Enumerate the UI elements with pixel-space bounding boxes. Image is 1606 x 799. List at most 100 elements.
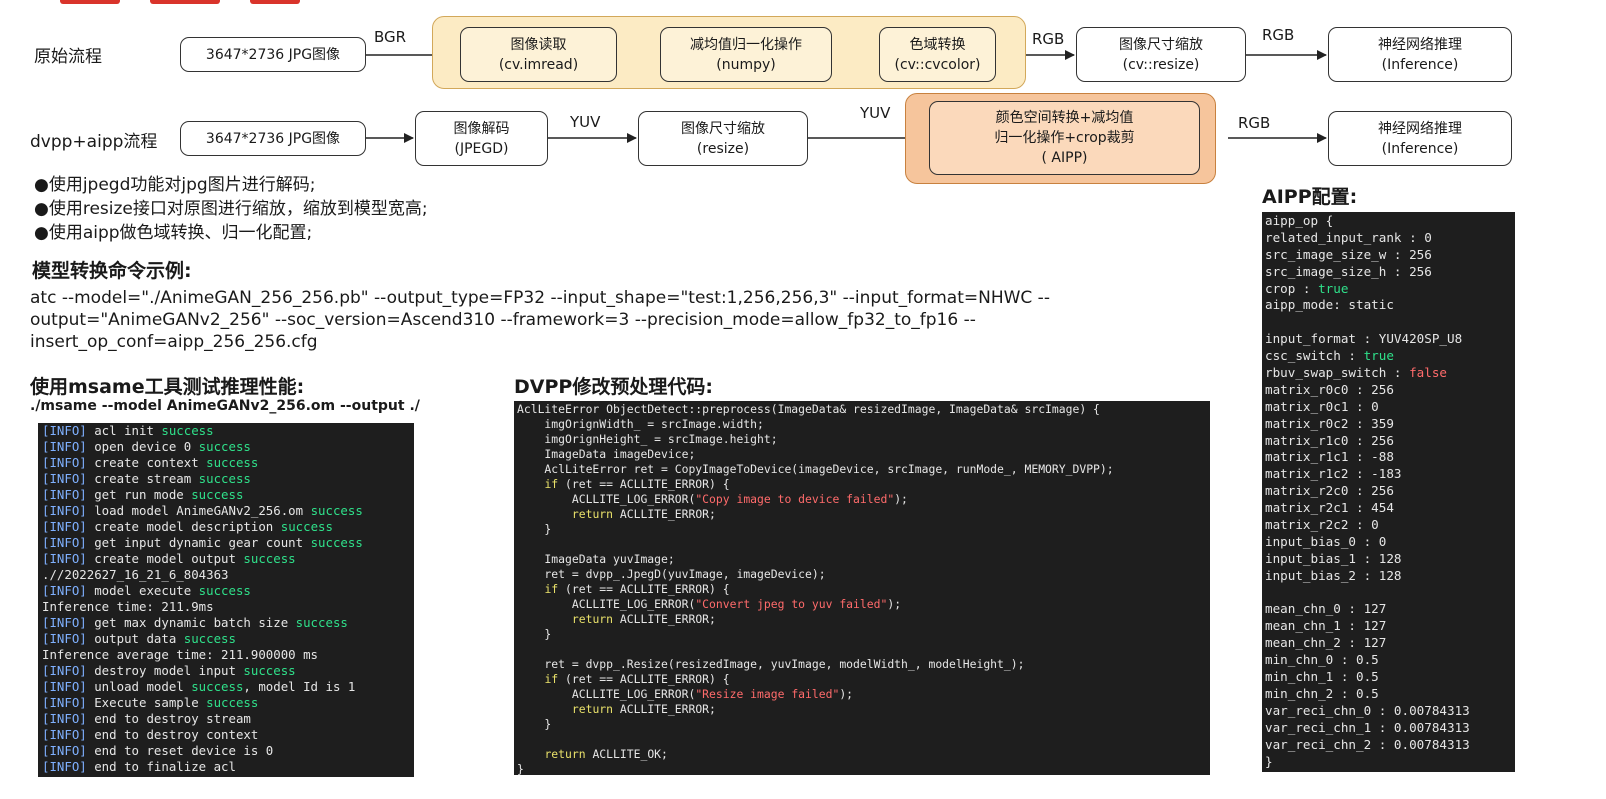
code-text: ret = dvpp_.JpegD(yuvImage, imageDevice)…: [517, 567, 826, 581]
log-text: end to reset device is 0: [86, 743, 274, 758]
code-string: "Resize image failed": [695, 687, 840, 701]
aipp-key: matrix_r1c2: [1265, 466, 1349, 482]
aipp-sep: :: [1356, 331, 1379, 347]
code-line: ImageData imageDevice;: [517, 447, 1210, 462]
code-line: }: [517, 627, 1210, 642]
log-tag: [INFO]: [42, 471, 87, 486]
log-tag: [INFO]: [42, 535, 87, 550]
flow2-aipp-node: 颜色空间转换+减均值 归一化操作+crop裁剪 ( AIPP): [929, 101, 1200, 175]
code-line: ret = dvpp_.Resize(resizedImage, yuvImag…: [517, 657, 1210, 672]
code-text: AclLiteError ObjectDetect::preprocess(Im…: [517, 402, 1100, 416]
aipp-sep: :: [1371, 736, 1394, 752]
code-text: (ret == ACLLITE_ERROR) {: [558, 477, 730, 491]
code-text: }: [517, 522, 552, 536]
aipp-value: 256: [1371, 483, 1394, 499]
aipp-key: matrix_r0c1: [1265, 398, 1349, 414]
flow1-inference-node: 神经网络推理 (Inference): [1328, 27, 1512, 82]
aipp-key: matrix_r1c0: [1265, 432, 1349, 448]
aipp-key: aipp_mode: [1265, 297, 1334, 313]
code-text: ACLLITE_OK;: [585, 747, 668, 761]
aipp-sep: :: [1348, 398, 1372, 414]
log-line: [INFO] open device 0 success: [42, 439, 414, 455]
aipp-config-line: aipp_op {: [1265, 213, 1515, 230]
aipp-sep: :: [1356, 533, 1379, 549]
log-line: [INFO] end to destroy stream: [42, 711, 414, 727]
aipp-value: 0: [1371, 517, 1379, 533]
aipp-key: min_chn_0: [1265, 652, 1334, 668]
dvpp-title: DVPP修改预处理代码:: [514, 376, 713, 398]
code-text: [517, 582, 544, 596]
code-text: ImageData imageDevice;: [517, 447, 696, 461]
aipp-config-line: matrix_r1c0 : 256: [1265, 433, 1515, 450]
code-text: [517, 702, 572, 716]
code-text: ImageData yuvImage;: [517, 552, 675, 566]
bullet-item: ●使用aipp做色域转换、归一化配置;: [34, 223, 313, 243]
flow1-input-label: 3647*2736 JPG图像: [205, 46, 341, 63]
msame-log-terminal: [INFO] acl init success[INFO] open devic…: [38, 423, 414, 777]
log-text: Inference time: 211.9ms: [42, 599, 214, 614]
code-text: imgOrignWidth_ = srcImage.width;: [517, 417, 764, 431]
aipp-config-line: mean_chn_1 : 127: [1265, 618, 1515, 635]
log-success: success: [295, 615, 348, 630]
aipp-config-line: related_input_rank : 0: [1265, 230, 1515, 247]
log-line: Inference average time: 211.900000 ms: [42, 647, 414, 663]
log-line: [INFO] get max dynamic batch size succes…: [42, 615, 414, 631]
aipp-key: matrix_r2c2: [1265, 517, 1349, 533]
code-line: imgOrignWidth_ = srcImage.width;: [517, 417, 1210, 432]
aipp-sep: :: [1333, 297, 1349, 313]
aipp-sep: :: [1340, 601, 1364, 617]
aipp-config-line: matrix_r1c2 : -183: [1265, 466, 1515, 483]
aipp-key: matrix_r0c0: [1265, 381, 1349, 397]
log-success: success: [243, 663, 296, 678]
log-text: output data: [86, 631, 184, 646]
aipp-key: src_image_size_w: [1265, 246, 1387, 262]
flow1-edge-rgb-2: RGB: [1262, 26, 1295, 44]
log-text: destroy model input: [86, 663, 244, 678]
flow1-inference-title: 神经网络推理: [1378, 36, 1462, 53]
log-text: create model output: [86, 551, 244, 566]
log-tag: [INFO]: [42, 423, 87, 438]
aipp-config-line: matrix_r0c1 : 0: [1265, 399, 1515, 416]
aipp-key: input_bias_2: [1265, 567, 1356, 583]
code-line: }: [517, 717, 1210, 732]
flow2-aipp-line3: ( AIPP): [1041, 150, 1088, 166]
log-line: [INFO] get input dynamic gear count succ…: [42, 535, 414, 551]
aipp-sep: :: [1386, 263, 1410, 279]
aipp-value: 128: [1378, 550, 1402, 566]
aipp-sep: :: [1356, 567, 1379, 583]
aipp-config-line: input_bias_0 : 0: [1265, 534, 1515, 551]
code-keyword: return: [571, 612, 614, 626]
aipp-config-line: matrix_r0c2 : 359: [1265, 416, 1515, 433]
aipp-config-line: input_bias_2 : 128: [1265, 568, 1515, 585]
log-tag: [INFO]: [42, 487, 87, 502]
aipp-config-line: crop : true: [1265, 281, 1515, 298]
bullet-item: ●使用jpegd功能对jpg图片进行解码;: [34, 175, 316, 195]
flow2-inference-node: 神经网络推理 (Inference): [1328, 111, 1512, 166]
atc-command-line: output="AnimeGANv2_256" --soc_version=As…: [30, 310, 976, 330]
aipp-config-line: matrix_r2c2 : 0: [1265, 517, 1515, 534]
log-text: Inference average time: 211.900000 ms: [42, 647, 319, 662]
aipp-key: matrix_r2c0: [1265, 483, 1349, 499]
aipp-sep: :: [1386, 365, 1410, 381]
aipp-key: }: [1265, 753, 1273, 769]
aipp-key: mean_chn_0: [1265, 601, 1341, 617]
log-tag: [INFO]: [42, 439, 87, 454]
aipp-config-line: src_image_size_h : 256: [1265, 264, 1515, 281]
aipp-config-line: matrix_r2c1 : 454: [1265, 500, 1515, 517]
flow1-resize-node: 图像尺寸缩放 (cv::resize): [1076, 27, 1246, 82]
aipp-value: false: [1409, 365, 1447, 381]
code-line: imgOrignHeight_ = srcImage.height;: [517, 432, 1210, 447]
log-line: [INFO] unload model success, model Id is…: [42, 679, 414, 695]
flow2-jpegd-node: 图像解码 (JPEGD): [415, 111, 548, 166]
log-line: [INFO] Execute sample success: [42, 695, 414, 711]
aipp-sep: :: [1348, 415, 1372, 431]
aipp-value: 0: [1424, 229, 1432, 245]
aipp-key: input_bias_1: [1265, 550, 1356, 566]
aipp-config-line: }: [1265, 754, 1515, 771]
aipp-config-line: src_image_size_w : 256: [1265, 247, 1515, 264]
aipp-config-line: matrix_r2c0 : 256: [1265, 483, 1515, 500]
flow2-resize-node: 图像尺寸缩放 (resize): [638, 111, 808, 166]
log-tag: [INFO]: [42, 663, 87, 678]
bullet-list: ●使用jpegd功能对jpg图片进行解码; ●使用resize接口对原图进行缩放…: [34, 173, 428, 245]
log-text: open device 0: [86, 439, 199, 454]
